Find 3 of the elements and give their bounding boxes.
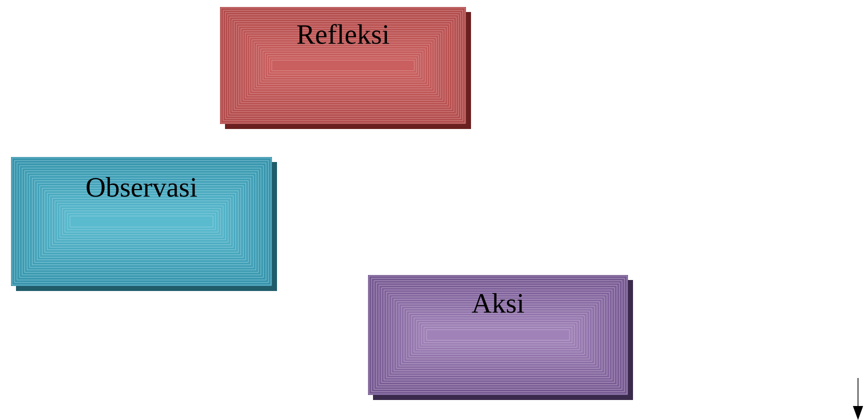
process-box: Aksi (368, 275, 633, 400)
process-box: Refleksi (220, 7, 471, 129)
process-box: Observasi (11, 157, 277, 291)
